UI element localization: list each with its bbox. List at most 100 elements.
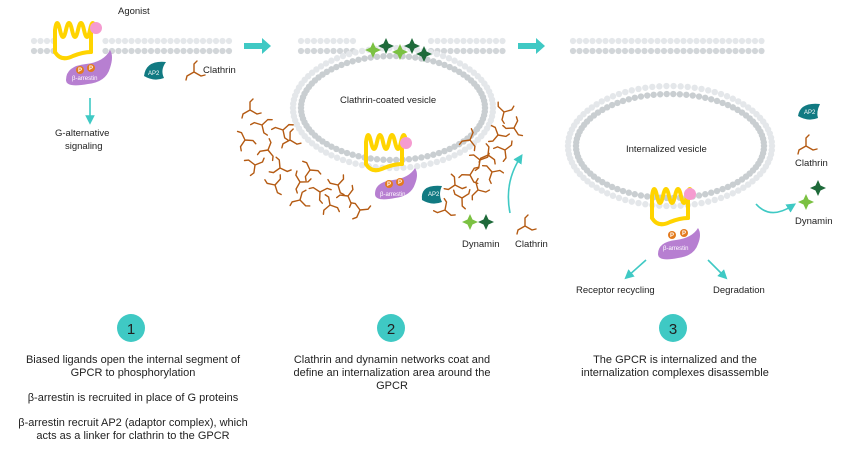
membrane-bead	[186, 37, 194, 45]
membrane-bead	[330, 47, 337, 55]
panel-1: Agonist β-arrestin P P AP2 Clathrin G-al…	[30, 6, 236, 152]
membrane-bead	[102, 37, 109, 45]
membrane-bead	[695, 93, 703, 100]
step-3-badge: 3	[659, 314, 687, 342]
clathrin-triskelion	[253, 138, 282, 167]
membrane-bead	[625, 189, 632, 196]
clathrin-triskelion	[263, 153, 292, 182]
clathrin-triskelion	[249, 110, 279, 140]
step-2-line-1: Clathrin and dynamin networks coat and d…	[293, 354, 491, 392]
membrane-bead	[615, 47, 622, 55]
membrane-bead	[297, 37, 305, 45]
phospho-label: P	[682, 231, 686, 237]
membrane-bead	[745, 37, 752, 45]
membrane-bead	[446, 145, 453, 153]
membrane-bead	[328, 152, 335, 159]
membrane-bead	[712, 37, 720, 45]
phospho-label: P	[89, 66, 93, 72]
beta-arrestin-label-2: β-arrestin	[380, 192, 405, 198]
step-3-description: The GPCR is internalized and the interna…	[580, 354, 770, 392]
dynamin-icon-3b	[810, 180, 826, 196]
membrane-bead	[634, 47, 642, 55]
membrane-bead	[333, 154, 341, 161]
clathrin-triskelion	[261, 171, 286, 196]
membrane-bead	[599, 106, 606, 114]
membrane-bead	[660, 37, 668, 45]
release-arrow	[755, 203, 797, 214]
membrane-bead	[702, 191, 709, 198]
clathrin-triskelion	[235, 130, 258, 153]
clathrin-triskelion	[324, 171, 349, 196]
membrane-bead	[310, 37, 318, 45]
beta-arrestin-label-1: β-arrestin	[72, 76, 97, 82]
step-1-line-3: β-arrestin recruit AP2 (adaptor complex)…	[18, 417, 248, 442]
membrane-bead	[460, 47, 467, 55]
membrane-bead	[361, 55, 368, 62]
membrane-bead	[343, 59, 351, 67]
membrane-bead	[180, 37, 187, 45]
membrane-bead	[744, 181, 752, 188]
membrane-bead	[386, 156, 393, 164]
step-3-number: 3	[669, 321, 677, 338]
membrane-bead	[628, 87, 635, 94]
membrane-bead	[479, 47, 487, 55]
membrane-bead	[724, 183, 732, 191]
clathrin-triskelion	[458, 160, 486, 189]
membrane-bead	[609, 93, 617, 100]
membrane-bead	[689, 92, 696, 99]
membrane-bead	[37, 37, 44, 45]
membrane-bead	[644, 193, 651, 200]
membrane-bead	[310, 47, 318, 55]
membrane-bead	[705, 198, 712, 205]
membrane-bead	[677, 83, 684, 90]
membrane-bead	[441, 61, 448, 69]
membrane-bead	[358, 161, 366, 169]
clathrin-triskelion	[289, 186, 315, 212]
panel-2: Clathrin-coated vesicle β-arrestin P P A…	[235, 37, 548, 250]
membrane-bead	[751, 47, 759, 55]
membrane-bead	[686, 47, 694, 55]
phospho-label: P	[78, 68, 82, 74]
membrane-bead	[393, 156, 400, 164]
membrane-bead	[744, 104, 752, 111]
membrane-bead	[492, 37, 500, 45]
membrane-bead	[206, 47, 213, 55]
membrane-bead	[699, 47, 707, 55]
membrane-bead	[373, 156, 381, 163]
step-1-badge: 1	[117, 314, 145, 342]
membrane-bead	[695, 192, 703, 199]
membrane-bead	[193, 47, 200, 55]
membrane-bead	[304, 37, 311, 45]
membrane-bead	[654, 47, 661, 55]
membrane-bead	[447, 47, 454, 55]
membrane-bead	[456, 149, 464, 156]
membrane-bead	[167, 37, 174, 45]
membrane-bead	[683, 91, 690, 98]
step-2-description: Clathrin and dynamin networks coat and d…	[292, 354, 492, 405]
membrane-bead	[642, 84, 649, 91]
membrane-bead	[593, 101, 600, 108]
membrane-bead	[499, 37, 506, 45]
membrane-bead	[412, 54, 419, 61]
membrane-bead	[492, 47, 500, 55]
membrane-bead	[317, 63, 325, 70]
membrane-bead	[729, 95, 736, 102]
ap2-label-1: AP2	[148, 71, 160, 77]
membrane-bead	[466, 37, 474, 45]
membrane-bead	[768, 138, 775, 146]
membrane-bead	[673, 47, 681, 55]
membrane-bead	[121, 37, 129, 45]
membrane-bead	[219, 47, 226, 55]
dynamin-icon-3	[798, 194, 814, 210]
membrane-bead	[705, 87, 712, 94]
membrane-bead	[219, 37, 226, 45]
membrane-bead	[435, 149, 443, 157]
clathrin-triskelion	[466, 175, 492, 201]
clathrin-label-2: Clathrin	[515, 239, 548, 250]
ap2-label-3: AP2	[804, 110, 816, 116]
membrane-bead	[749, 178, 756, 185]
membrane-bead	[115, 37, 122, 45]
membrane-bead	[656, 83, 663, 90]
beta-arrestin-2	[375, 168, 417, 200]
membrane-bead	[30, 37, 38, 45]
